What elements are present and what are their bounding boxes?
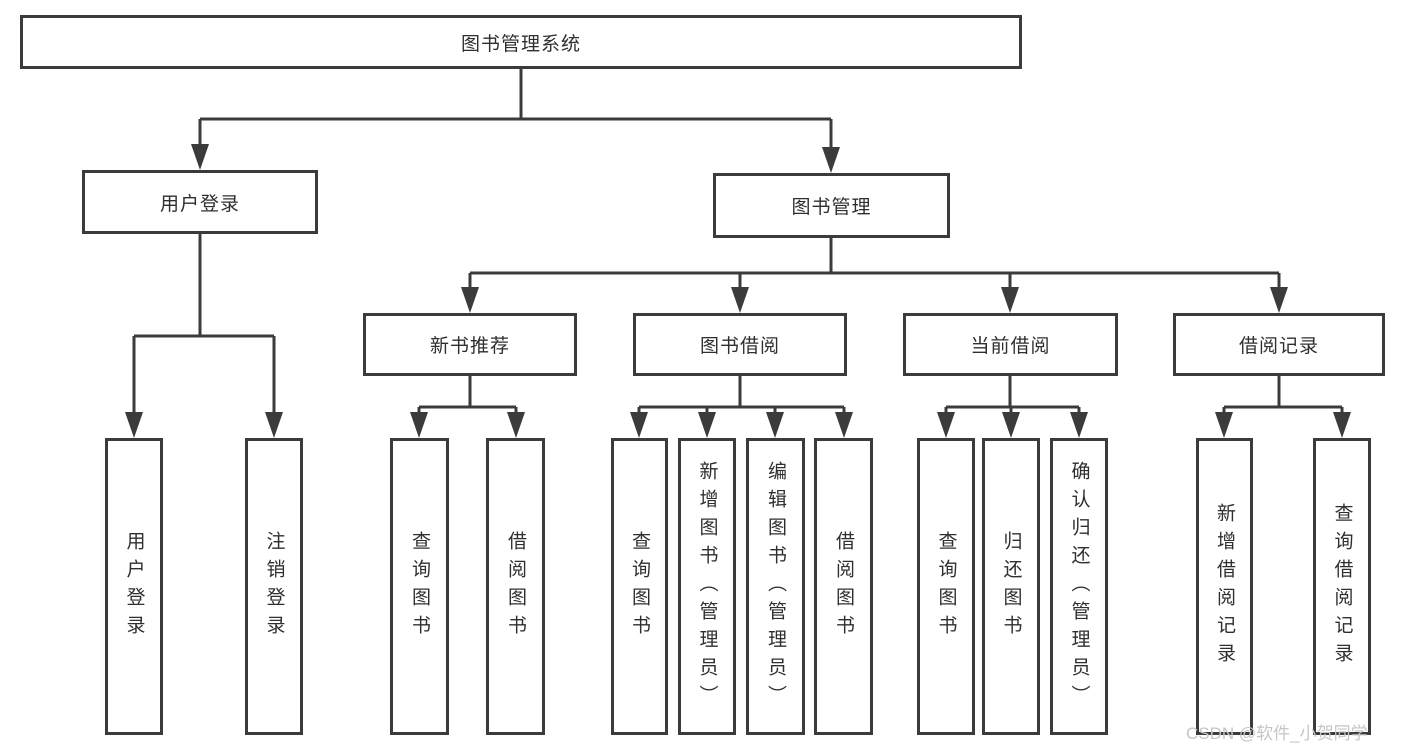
leaf-query-borrow-record: 查询借阅记录 <box>1313 438 1371 735</box>
node-current-borrowing: 当前借阅 <box>903 313 1118 376</box>
node-new-book-recommend: 新书推荐 <box>363 313 577 376</box>
leaf-return-book: 归还图书 <box>982 438 1040 735</box>
leaf-edit-book-admin: 编辑图书（管理员） <box>746 438 805 735</box>
node-user-login: 用户登录 <box>82 170 318 234</box>
leaf-confirm-return-admin: 确认归还（管理员） <box>1050 438 1108 735</box>
leaf-add-borrow-record: 新增借阅记录 <box>1196 438 1253 735</box>
leaf-current-query-book: 查询图书 <box>917 438 975 735</box>
leaf-borrow-query-book: 查询图书 <box>611 438 668 735</box>
csdn-watermark: CSDN @软件_小贺同学 <box>1186 724 1368 743</box>
leaf-recommend-borrow-book: 借阅图书 <box>486 438 545 735</box>
connector-arrowheads <box>125 144 1351 438</box>
node-book-borrowing: 图书借阅 <box>633 313 847 376</box>
leaf-logout: 注销登录 <box>245 438 303 735</box>
leaf-add-book-admin: 新增图书（管理员） <box>678 438 736 735</box>
leaf-recommend-query-book: 查询图书 <box>390 438 449 735</box>
leaf-borrow-book: 借阅图书 <box>814 438 873 735</box>
connector-lines <box>132 69 1344 416</box>
leaf-user-login: 用户登录 <box>105 438 163 735</box>
node-system-title: 图书管理系统 <box>20 15 1022 69</box>
node-borrowing-records: 借阅记录 <box>1173 313 1385 376</box>
node-book-management: 图书管理 <box>713 173 950 238</box>
